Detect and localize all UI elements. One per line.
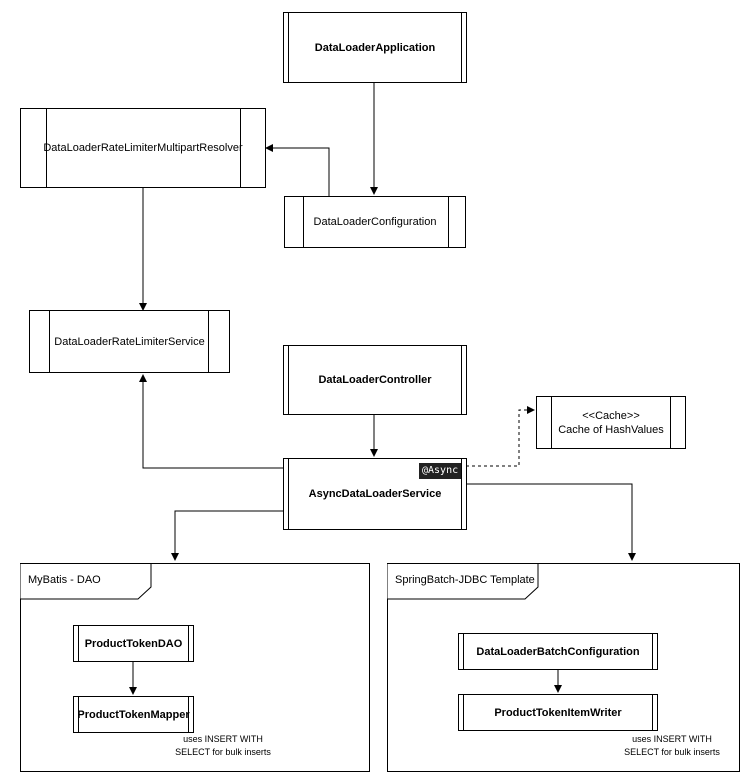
product-token-item-writer-label: ProductTokenItemWriter <box>494 706 622 719</box>
springbatch-frame-tab <box>387 563 539 600</box>
product-token-mapper-label: ProductTokenMapper <box>77 708 190 721</box>
mybatis-frame-tab <box>20 563 152 600</box>
data-loader-batch-configuration-box: DataLoaderBatchConfiguration <box>458 633 658 670</box>
product-token-dao-label: ProductTokenDAO <box>84 637 183 650</box>
springbatch-note-line2: SELECT for bulk inserts <box>624 747 720 757</box>
edge-async-to-mybatis <box>171 510 284 561</box>
async-annotation-badge: @Async <box>419 463 462 479</box>
data-loader-controller-label: DataLoaderController <box>318 374 432 386</box>
springbatch-note-line1: uses INSERT WITH <box>632 734 712 744</box>
rate-limiter-service-label: DataLoaderRateLimiterService <box>54 335 205 348</box>
mybatis-frame-title: MyBatis - DAO <box>28 574 101 586</box>
async-data-loader-service-label: AsyncDataLoaderService <box>308 488 442 500</box>
data-loader-controller-box: DataLoaderController <box>283 345 467 415</box>
mybatis-dao-frame: MyBatis - DAO <box>20 563 370 772</box>
springbatch-frame-title: SpringBatch-JDBC Template <box>395 574 535 586</box>
product-token-dao-box: ProductTokenDAO <box>73 625 194 662</box>
data-loader-configuration-box: DataLoaderConfiguration <box>284 196 466 248</box>
data-loader-application-label: DataLoaderApplication <box>314 41 436 54</box>
data-loader-configuration-label: DataLoaderConfiguration <box>313 216 437 228</box>
data-loader-batch-configuration-label: DataLoaderBatchConfiguration <box>476 645 640 658</box>
product-token-item-writer-box: ProductTokenItemWriter <box>458 694 658 731</box>
cache-stereotype-label: <<Cache>> <box>582 409 640 422</box>
cache-name-label: Cache of HashValues <box>558 423 664 436</box>
springbatch-note: uses INSERT WITH SELECT for bulk inserts <box>612 733 732 759</box>
data-loader-application-box: DataLoaderApplication <box>283 12 467 83</box>
rate-limiter-multipart-resolver-box: DataLoaderRateLimiterMultipartResolver <box>20 108 266 188</box>
edge-async-to-rateservice <box>139 374 284 469</box>
hash-cache-box: <<Cache>> Cache of HashValues <box>536 396 686 449</box>
mybatis-note: uses INSERT WITH SELECT for bulk inserts <box>158 733 288 759</box>
mybatis-note-line1: uses INSERT WITH <box>183 734 263 744</box>
edge-async-to-springbatch <box>466 483 636 561</box>
edge-async-to-cache <box>466 406 535 467</box>
rate-limiter-multipart-resolver-label: DataLoaderRateLimiterMultipartResolver <box>43 142 243 154</box>
mybatis-note-line2: SELECT for bulk inserts <box>175 747 271 757</box>
edge-config-to-resolver <box>265 144 330 196</box>
product-token-mapper-box: ProductTokenMapper <box>73 696 194 733</box>
hash-cache-text: <<Cache>> Cache of HashValues <box>558 409 664 437</box>
rate-limiter-service-box: DataLoaderRateLimiterService <box>29 310 230 373</box>
